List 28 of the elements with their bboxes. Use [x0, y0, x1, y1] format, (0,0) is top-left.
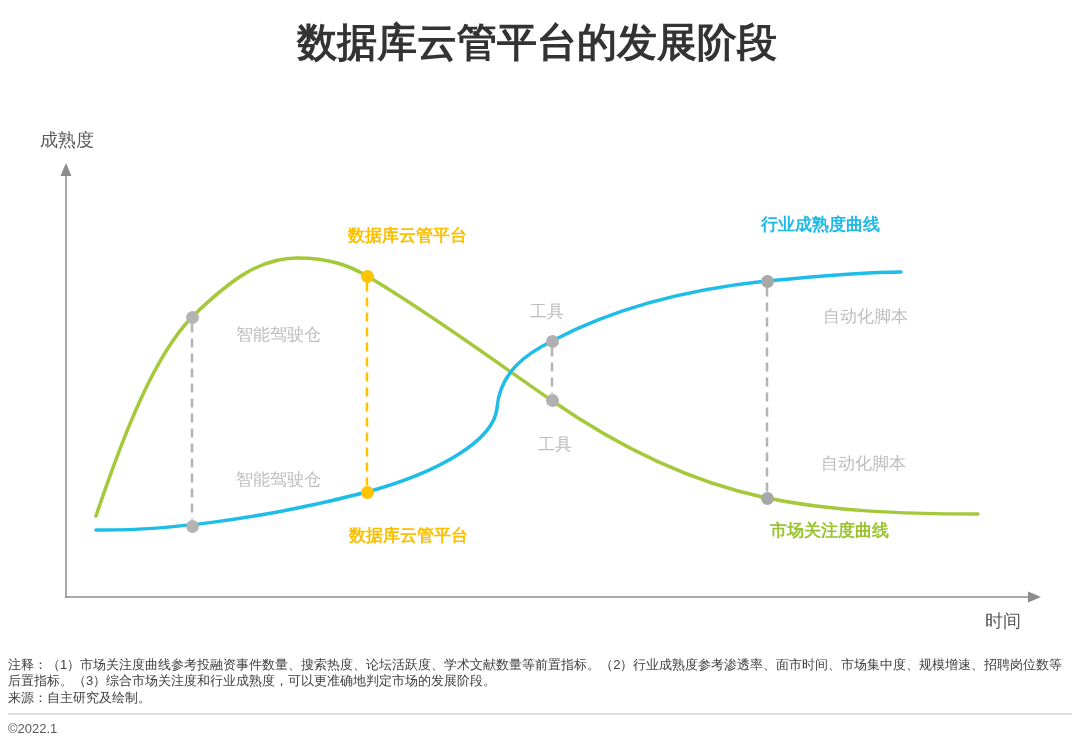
dot-marker [760, 274, 774, 288]
stage-label: 数据库云管平台 [348, 225, 467, 247]
stage-label: 工具 [538, 434, 572, 456]
dot-marker [760, 491, 774, 505]
dashed-line [765, 287, 769, 492]
dot-marker [545, 393, 559, 407]
stage-label: 自动化脚本 [823, 306, 908, 328]
stage-label: 数据库云管平台 [349, 525, 468, 547]
stage-label: 自动化脚本 [821, 453, 906, 475]
stage-label: 工具 [530, 301, 564, 323]
source-text: 来源：自主研究及绘制。 [8, 690, 151, 706]
axis-label: 成熟度 [40, 129, 94, 151]
axis-label: 时间 [985, 610, 1021, 632]
dot-marker [185, 519, 199, 533]
dashed-line [550, 347, 554, 394]
dot-marker [360, 485, 374, 499]
dot-marker [185, 310, 199, 324]
curve-label: 行业成熟度曲线 [761, 214, 880, 236]
note-text: 注释：（1）市场关注度曲线参考投融资事件数量、搜索热度、论坛活跃度、学术文献数量等前置指标。（2）行业成熟度参考渗透率、面市时间、市场集中度、规模增速、招聘岗位数等后置指标。（3）综合市场关注度和行业成熟度，可以更准确地判定市场的发展阶段。 [8, 657, 1064, 689]
curve-label: 市场关注度曲线 [770, 520, 889, 542]
dot-marker [545, 334, 559, 348]
stage-label: 智能驾驶仓 [236, 469, 321, 491]
title: 数据库云管平台的发展阶段 [297, 19, 777, 66]
dashed-line [365, 282, 369, 486]
dashed-line [190, 323, 194, 520]
dot-marker [360, 269, 374, 283]
copyright-text: ©2022.1 [8, 721, 58, 737]
stage-label: 智能驾驶仓 [236, 324, 321, 346]
